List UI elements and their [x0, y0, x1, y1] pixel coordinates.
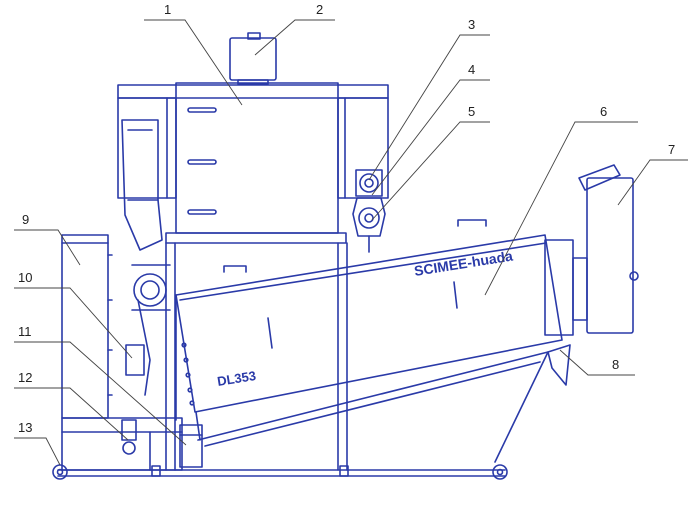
callout-9: 9	[22, 212, 29, 227]
callout-5: 5	[468, 104, 475, 119]
gear-motor	[544, 164, 639, 336]
liquid-level-meter	[355, 169, 383, 197]
callout-7: 7	[668, 142, 675, 157]
callout-labels: 1 2 3 4 5 6 7 8 9 10 11 12 13	[18, 2, 675, 435]
drive-chain-assembly	[121, 299, 151, 455]
screw-press-body	[175, 219, 563, 441]
callout-4: 4	[468, 62, 475, 77]
base-frame	[57, 417, 506, 477]
callout-leaders	[14, 19, 688, 466]
callout-3: 3	[468, 17, 475, 32]
foot-pad	[339, 465, 349, 477]
callout-6: 6	[600, 104, 607, 119]
caster-wheel-right	[492, 464, 508, 480]
overflow-pipe	[352, 197, 386, 253]
support-frame	[165, 232, 348, 471]
filtrate-trough	[197, 344, 571, 463]
caster-hub-left	[56, 468, 64, 476]
callout-2: 2	[316, 2, 323, 17]
callout-10: 10	[18, 270, 32, 285]
brand-label: SCIMEE-huada	[413, 248, 514, 279]
callout-11: 11	[18, 324, 32, 339]
callout-13: 13	[18, 420, 32, 435]
callout-12: 12	[18, 370, 32, 385]
callout-8: 8	[612, 357, 619, 372]
drain-valve	[179, 424, 203, 468]
foot-pad	[151, 465, 161, 477]
control-cabinet	[61, 234, 113, 419]
callout-1: 1	[164, 2, 171, 17]
caster-hub-right	[496, 468, 504, 476]
caster-wheel-left	[52, 464, 68, 480]
mixer-motor	[229, 32, 277, 85]
sludge-inlet-pipe	[121, 119, 171, 311]
model-label: DL353	[216, 368, 257, 389]
